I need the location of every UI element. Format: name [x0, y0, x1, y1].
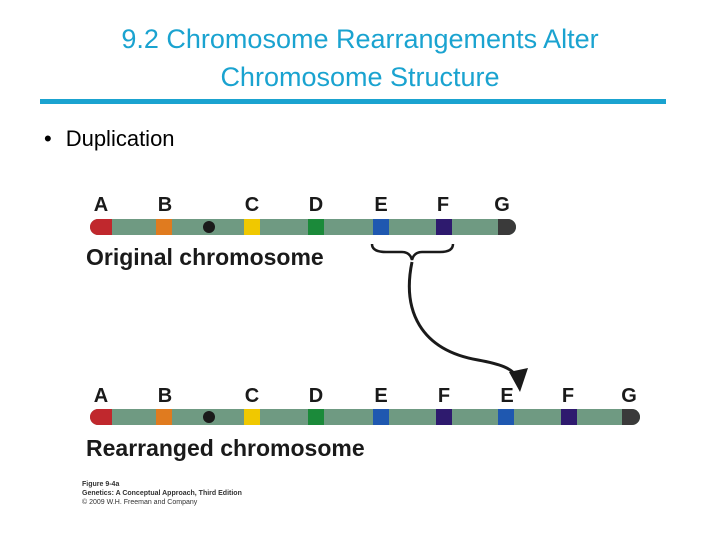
figure-credit: Figure 9-4a Genetics: A Conceptual Appro…: [82, 480, 242, 507]
original-gene-g-cap: [498, 219, 516, 235]
duplication-arrowhead-icon: [509, 368, 528, 392]
rearranged-gene-g-cap: [622, 409, 640, 425]
original-gene-label-a: A: [94, 194, 108, 216]
original-gene-label-e: E: [374, 194, 387, 216]
rearranged-centromere: [203, 411, 215, 423]
rearranged-gene-label-f: F: [438, 385, 450, 407]
original-gene-label-d: D: [309, 194, 323, 216]
rearranged-gene-c-band: [244, 409, 260, 425]
original-chromosome-label: Original chromosome: [86, 244, 324, 270]
rearranged-gene-f-band-1: [436, 409, 452, 425]
rearranged-gene-label-d: D: [309, 385, 323, 407]
original-chromosome-body: [90, 219, 516, 235]
rearranged-gene-label-a: A: [94, 385, 108, 407]
rearranged-gene-label-c: C: [245, 385, 259, 407]
rearranged-gene-label-e-dup: E: [500, 385, 513, 407]
bullet-item: • Duplication: [44, 126, 175, 152]
original-centromere: [203, 221, 215, 233]
original-chromosome: A B C D E F G Original chromosome: [86, 194, 516, 270]
original-gene-label-f: F: [437, 194, 449, 216]
duplication-arrow-shaft: [407, 261, 520, 379]
rearranged-gene-label-b: B: [158, 385, 172, 407]
credit-copyright: © 2009 W.H. Freeman and Company: [82, 499, 198, 506]
title-line-2: Chromosome Structure: [220, 62, 500, 92]
original-gene-a-band-fill: [100, 219, 112, 235]
original-gene-e-band: [373, 219, 389, 235]
credit-book-title: Genetics: A Conceptual Approach, Third E…: [82, 490, 242, 497]
rearranged-gene-e-band-1: [373, 409, 389, 425]
rearranged-chromosome-label: Rearranged chromosome: [86, 435, 365, 461]
rearranged-gene-a-band-fill: [100, 409, 112, 425]
rearranged-gene-f-band-2: [561, 409, 577, 425]
slide-title: 9.2 Chromosome Rearrangements Alter Chro…: [0, 20, 720, 96]
rearranged-gene-label-g: G: [621, 385, 637, 407]
rearranged-gene-label-f-dup: F: [562, 385, 574, 407]
rearranged-gene-b-band: [156, 409, 172, 425]
rearranged-chromosome-body: [90, 409, 640, 425]
title-underline: [40, 99, 666, 104]
bullet-dot-icon: •: [44, 126, 52, 151]
rearranged-chromosome: A B C D E F E F G Rearranged chromosome: [86, 385, 640, 461]
original-gene-c-band: [244, 219, 260, 235]
credit-figure-number: Figure 9-4a: [82, 481, 120, 488]
original-gene-d-band: [308, 219, 324, 235]
rearranged-gene-d-band: [308, 409, 324, 425]
original-gene-f-band: [436, 219, 452, 235]
rearranged-gene-label-e: E: [374, 385, 387, 407]
original-gene-b-band: [156, 219, 172, 235]
original-gene-label-c: C: [245, 194, 259, 216]
title-line-1: 9.2 Chromosome Rearrangements Alter: [121, 24, 599, 54]
original-gene-label-g: G: [494, 194, 510, 216]
original-gene-label-b: B: [158, 194, 172, 216]
duplication-brace: [370, 243, 455, 261]
bullet-text: Duplication: [65, 126, 175, 151]
rearranged-gene-e-band-2: [498, 409, 514, 425]
